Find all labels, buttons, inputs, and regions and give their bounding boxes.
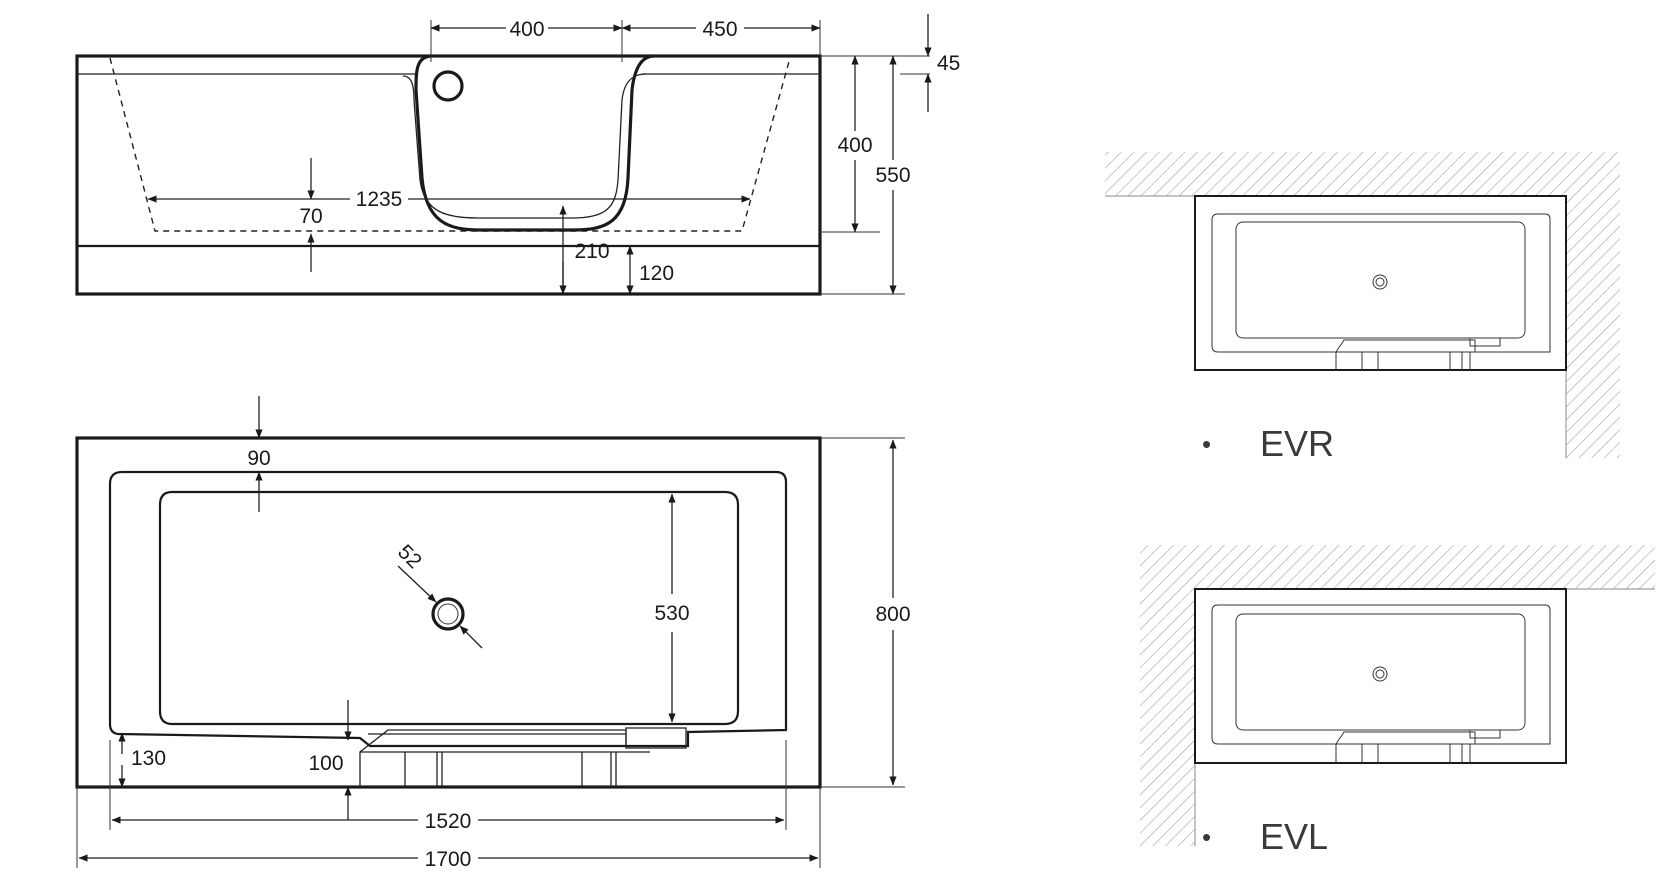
wall-hatch-evl	[1140, 545, 1655, 846]
dim-total-length: 1700	[425, 848, 472, 871]
step-evl	[1335, 729, 1501, 745]
rim-evl	[1211, 604, 1551, 745]
dim-door-offset: 450	[702, 18, 737, 41]
door-latch	[625, 727, 687, 749]
dim-basin-width: 530	[654, 602, 689, 625]
dim-total-height: 550	[875, 164, 910, 187]
wall-hatch-evr	[1105, 152, 1620, 458]
variant-evl: • EVL	[1140, 545, 1655, 857]
dim-door-width: 400	[509, 18, 544, 41]
basin-evr	[1235, 221, 1526, 339]
evr-bullet: •	[1202, 429, 1211, 459]
dim-basin-depth: 400	[837, 134, 872, 157]
variant-evr: • EVR	[1105, 152, 1620, 464]
dim-basin-length: 1235	[356, 188, 403, 211]
basin-outline	[158, 490, 740, 726]
tub-evl	[1194, 588, 1567, 764]
top-view: 52 90 530 800 130 100 1520 170	[75, 396, 911, 871]
dim-step-left-height: 130	[131, 747, 166, 770]
drain-evl	[1372, 666, 1388, 682]
side-view: 400 450 45 400 550 1235 70 210	[75, 14, 960, 296]
dim-apron-height: 120	[639, 262, 674, 285]
dim-rim-thickness: 45	[937, 52, 960, 75]
rim-inner-outline	[108, 470, 788, 748]
evr-label: EVR	[1260, 423, 1334, 464]
basin-evl	[1235, 613, 1526, 731]
basin-hidden-line	[109, 57, 791, 232]
rim-evr	[1211, 213, 1551, 353]
evl-label: EVL	[1260, 816, 1328, 857]
drain-evr	[1372, 274, 1388, 290]
step-evr	[1335, 337, 1501, 353]
dim-step-height: 100	[308, 752, 343, 775]
overflow-circle	[432, 70, 464, 102]
evl-bullet: •	[1202, 822, 1211, 852]
dim-rim-width: 90	[247, 447, 270, 470]
dim-inner-length: 1520	[425, 810, 472, 833]
drain-inner	[437, 603, 459, 625]
door-opening-inner	[402, 73, 647, 219]
tub-evr	[1194, 195, 1567, 371]
door-opening-outer	[414, 54, 655, 232]
dim-door-sill-height: 210	[574, 240, 609, 263]
dim-total-width: 800	[875, 603, 910, 626]
dim-basin-floor: 70	[299, 205, 322, 228]
drain-outer	[431, 597, 465, 631]
